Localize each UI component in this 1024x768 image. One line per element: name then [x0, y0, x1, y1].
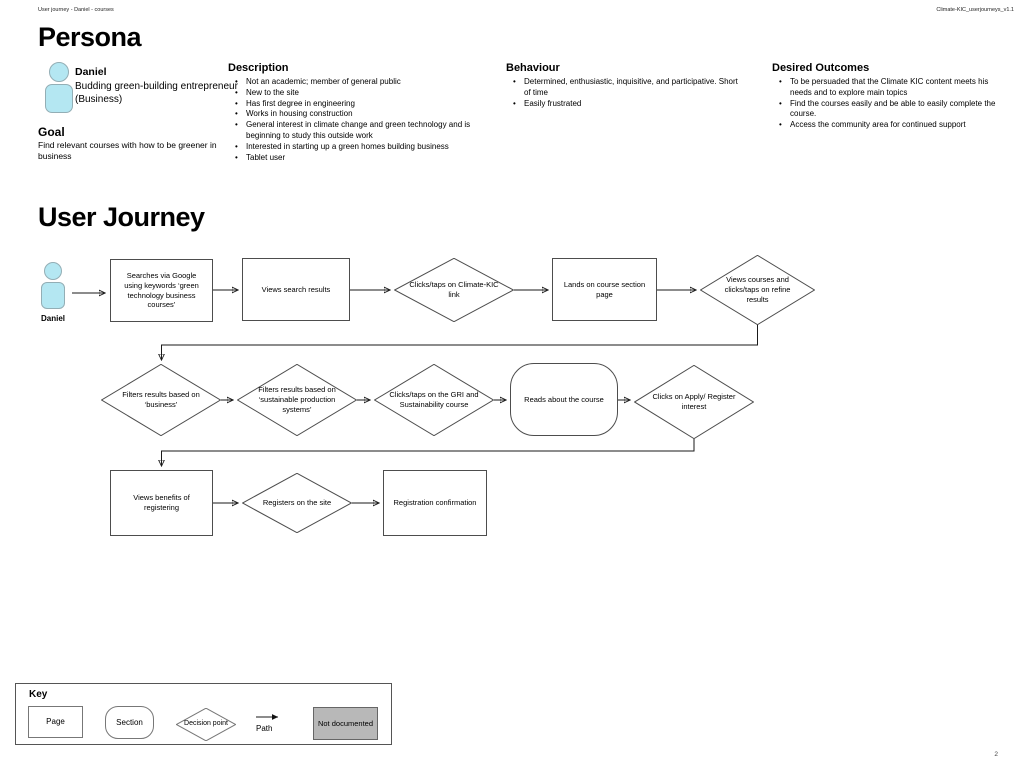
flow-node-clicks-climate-kic-link: Clicks/taps on Climate-KIC link: [394, 258, 514, 322]
description-bullet: Works in housing construction: [228, 109, 492, 120]
key-not-documented-symbol: Not documented: [313, 707, 378, 740]
avatar-head-icon: [49, 62, 69, 82]
description-list: Not an academic; member of general publi…: [228, 77, 492, 163]
desired-outcomes-list: To be persuaded that the Climate KIC con…: [772, 77, 1012, 131]
flow-node-reads-about-course: Reads about the course: [510, 363, 618, 436]
description-bullet: Has first degree in engineering: [228, 99, 492, 110]
key-decision-label: Decision point: [184, 720, 228, 728]
description-bullet: New to the site: [228, 88, 492, 99]
desired-outcomes-column: Desired Outcomes To be persuaded that th…: [772, 62, 1012, 131]
persona-name: Daniel: [75, 66, 107, 78]
flow-node-registers-on-site: Registers on the site: [242, 473, 352, 533]
key-section-label: Section: [116, 717, 143, 727]
diamond-shape: [101, 364, 221, 436]
flow-node-label: Filters results based on ‘business’: [122, 390, 200, 409]
flow-node-label: Registration confirmation: [393, 498, 477, 508]
diamond-shape: [394, 258, 514, 322]
flow-node-filters-sustainable: Filters results based on ‘sustainable pr…: [237, 364, 357, 436]
goal-heading: Goal: [38, 125, 65, 139]
flow-node-label: Lands on course section page: [563, 279, 646, 299]
flow-node-registration-confirmation: Registration confirmation: [383, 470, 487, 536]
flow-node-lands-course-section: Lands on course section page: [552, 258, 657, 321]
description-bullet: Tablet user: [228, 153, 492, 164]
document-version: Climate-KIC_userjourneys_v1.1: [936, 7, 1014, 13]
key-decision-symbol: Decision point: [176, 708, 236, 741]
desired-outcomes-bullet: Find the courses easily and be able to e…: [772, 99, 1012, 121]
flow-node-label: Clicks/taps on the GRI and Sustainabilit…: [389, 390, 479, 409]
flow-node-label: Reads about the course: [524, 394, 604, 404]
behaviour-heading: Behaviour: [506, 62, 560, 74]
flow-node-views-courses-refine: Views courses and clicks/taps on refine …: [700, 255, 815, 325]
page-number: 2: [994, 751, 998, 758]
flow-node-label: Registers on the site: [262, 498, 332, 508]
persona-heading: Persona: [38, 22, 142, 52]
avatar-body-icon: [41, 282, 65, 309]
flow-node-label: Views benefits of registering: [133, 493, 190, 512]
flow-node-views-search-results: Views search results: [242, 258, 350, 321]
user-journey-flowchart: Daniel Searches via Google using keyword…: [0, 250, 1024, 550]
goal-text: Find relevant courses with how to be gre…: [38, 140, 217, 162]
behaviour-list: Determined, enthusiastic, inquisitive, a…: [506, 77, 744, 109]
flow-node-clicks-apply-register: Clicks on Apply/ Register interest: [634, 365, 754, 439]
flow-connectors: [72, 250, 758, 550]
flow-node-filters-business: Filters results based on ‘business’: [101, 364, 221, 436]
diamond-shape: [700, 255, 815, 325]
diamond-shape: [634, 365, 754, 439]
flow-node-label: Views search results: [261, 284, 331, 294]
key-path-label: Path: [256, 724, 273, 733]
flow-node-search-google: Searches via Google using keywords ‘gree…: [110, 259, 213, 322]
flow-node-views-benefits: Views benefits of registering: [110, 470, 213, 536]
key-page-label: Page: [46, 717, 65, 726]
flow-node-label: Filters results based on ‘sustainable pr…: [258, 385, 336, 414]
diamond-shape: [237, 364, 357, 436]
key-page-symbol: Page: [28, 706, 83, 738]
description-heading: Description: [228, 62, 289, 74]
key-heading: Key: [29, 689, 48, 700]
avatar-body-icon: [45, 84, 73, 113]
desired-outcomes-heading: Desired Outcomes: [772, 62, 870, 74]
legend-key: Key Page Section Decision point Path Not…: [15, 683, 392, 745]
journey-actor-label: Daniel: [40, 314, 65, 323]
diamond-shape: [374, 364, 494, 436]
flow-node-label: Clicks on Apply/ Register interest: [652, 392, 736, 411]
flow-node-clicks-gri-course: Clicks/taps on the GRI and Sustainabilit…: [374, 364, 494, 436]
avatar-head-icon: [44, 262, 62, 280]
diamond-shape: [176, 708, 236, 741]
description-column: Description Not an academic; member of g…: [228, 62, 492, 163]
desired-outcomes-bullet: To be persuaded that the Climate KIC con…: [772, 77, 1012, 99]
description-bullet: Not an academic; member of general publi…: [228, 77, 492, 88]
behaviour-bullet: Easily frustrated: [506, 99, 744, 110]
desired-outcomes-bullet: Access the community area for continued …: [772, 120, 1012, 131]
diamond-shape: [242, 473, 352, 533]
user-journey-heading: User Journey: [38, 202, 205, 232]
key-not-documented-label: Not documented: [317, 718, 374, 728]
key-section-symbol: Section: [105, 706, 154, 739]
description-bullet: General interest in climate change and g…: [228, 120, 492, 142]
behaviour-column: Behaviour Determined, enthusiastic, inqu…: [506, 62, 744, 109]
persona-role: Budding green-building entrepreneur (Bus…: [75, 81, 238, 105]
flow-node-label: Views courses and clicks/taps on refine …: [724, 275, 791, 304]
document-title: User journey - Daniel - courses: [38, 7, 114, 13]
flow-node-label: Clicks/taps on Climate-KIC link: [409, 280, 499, 299]
path-arrow-icon: [256, 714, 279, 720]
description-bullet: Interested in starting up a green homes …: [228, 142, 492, 153]
flow-node-label: Searches via Google using keywords ‘gree…: [124, 271, 199, 310]
behaviour-bullet: Determined, enthusiastic, inquisitive, a…: [506, 77, 744, 99]
